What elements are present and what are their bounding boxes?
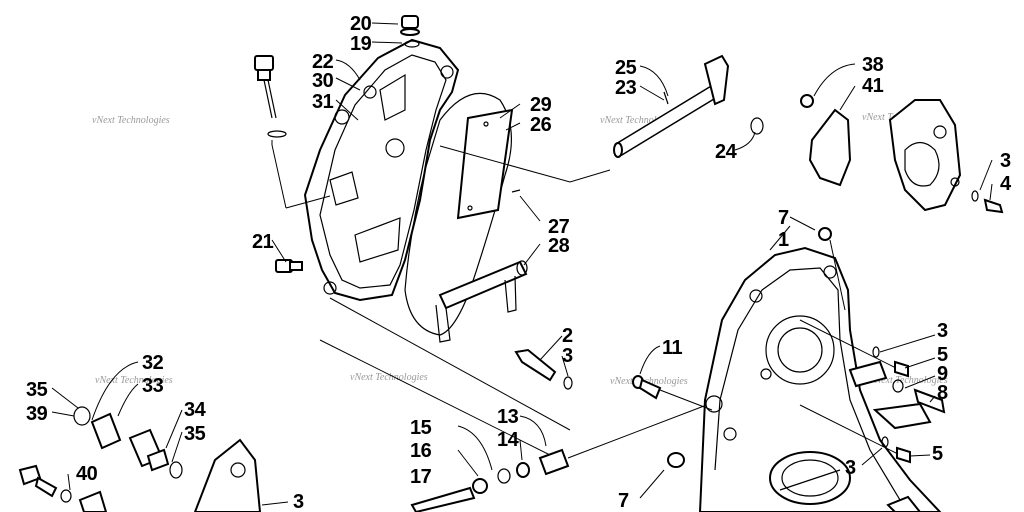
callout-14: 14 xyxy=(497,429,520,451)
callout-7: 7 xyxy=(618,490,629,512)
callout-19: 19 xyxy=(350,33,372,55)
callout-20: 20 xyxy=(350,13,372,35)
shift-shaft xyxy=(613,54,764,158)
callout-21: 21 xyxy=(252,231,274,253)
callout-26: 26 xyxy=(530,114,552,136)
left-shaft-components xyxy=(18,361,289,512)
callout-31: 31 xyxy=(312,91,334,113)
callout-38: 38 xyxy=(862,54,884,76)
watermark: vNext Technologies xyxy=(600,115,678,126)
gear-case xyxy=(667,216,942,512)
callout-34: 34 xyxy=(184,399,207,421)
callout-29: 29 xyxy=(530,94,552,116)
callout-15: 15 xyxy=(410,417,432,439)
inspection-plate xyxy=(456,108,514,220)
callout-1: 1 xyxy=(778,229,789,251)
callout-2: 2 xyxy=(562,325,573,347)
callout-9: 9 xyxy=(937,363,948,385)
callout-23: 23 xyxy=(615,77,637,99)
callout-numbers: 20 19 22 30 31 25 23 24 29 26 27 28 21 3… xyxy=(26,13,1013,512)
bolt xyxy=(275,259,303,273)
watermark: vNext Technologies xyxy=(870,375,948,386)
stud xyxy=(514,335,573,390)
callout-3: 3 xyxy=(293,491,304,512)
callout-35: 35 xyxy=(184,423,206,445)
shift-arm xyxy=(800,63,1004,214)
tensioner-assembly xyxy=(410,405,705,512)
watermark: vNext Technologies xyxy=(92,115,170,126)
callout-3: 3 xyxy=(562,345,573,367)
watermark: vNext Technologies xyxy=(350,372,428,383)
callout-32: 32 xyxy=(142,352,164,374)
callout-35: 35 xyxy=(26,379,48,401)
callout-22: 22 xyxy=(312,51,334,73)
callout-3: 3 xyxy=(845,457,856,479)
dipstick xyxy=(254,55,331,209)
callout-3: 3 xyxy=(1000,150,1011,172)
callout-41: 41 xyxy=(862,75,884,97)
callout-33: 33 xyxy=(142,375,164,397)
callout-5: 5 xyxy=(937,344,948,366)
callout-3: 3 xyxy=(937,320,948,342)
callout-4: 4 xyxy=(1000,173,1012,195)
bracket xyxy=(435,260,528,343)
fastener xyxy=(632,345,713,411)
screw xyxy=(511,189,521,193)
callout-13: 13 xyxy=(497,406,519,428)
watermark: vNext Technologies xyxy=(95,375,173,386)
callout-25: 25 xyxy=(615,57,637,79)
callout-24: 24 xyxy=(715,141,738,163)
callout-17: 17 xyxy=(410,466,432,488)
callout-27: 27 xyxy=(548,216,570,238)
callout-11: 11 xyxy=(662,337,683,359)
cap-assembly xyxy=(400,15,420,48)
callout-7: 7 xyxy=(778,207,789,229)
callout-30: 30 xyxy=(312,70,334,92)
callout-8: 8 xyxy=(937,382,948,404)
callout-16: 16 xyxy=(410,440,432,462)
callout-40: 40 xyxy=(76,463,98,485)
callout-5: 5 xyxy=(932,443,943,465)
gear-case-fasteners xyxy=(799,319,946,512)
callout-39: 39 xyxy=(26,403,48,425)
watermark: vNext Technologies xyxy=(610,376,688,387)
callout-28: 28 xyxy=(548,235,570,257)
